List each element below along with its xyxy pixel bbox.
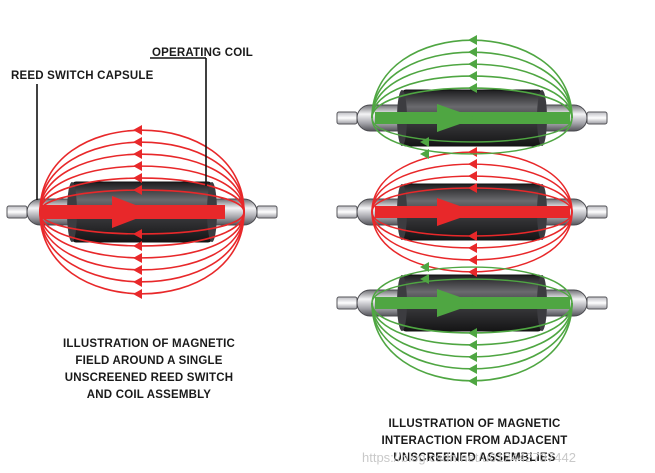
adjacent-red-upper-arrow — [468, 183, 477, 193]
adjacent-green-lower-arrow — [468, 352, 477, 362]
adjacent-green-mid-lower-arrow — [420, 274, 429, 284]
single-field-lower-arrow — [133, 289, 142, 299]
adjacent-green-lower-arrow — [468, 340, 477, 350]
adjacent-2-lead-right — [586, 205, 608, 219]
adjacent-green-mid-lower-line — [371, 266, 573, 304]
label-pointer-lines — [36, 57, 207, 200]
adjacent-green-upper-arrow — [468, 59, 477, 69]
adjacent-red-upper-arrow — [468, 171, 477, 181]
adjacent-green-mid-lower-arrow — [420, 262, 429, 272]
adjacent-red-upper-arrow — [468, 147, 477, 157]
adjacent-green-upper-arrow — [468, 71, 477, 81]
adjacent-1-lead-right — [586, 111, 608, 125]
reed-switch-capsule-label: REED SWITCH CAPSULE — [11, 70, 154, 82]
single-lead-left — [6, 205, 28, 219]
single-field-lower-arrow — [133, 265, 142, 275]
single-lead-right — [256, 205, 278, 219]
single-field-upper-arrow — [133, 137, 142, 147]
adjacent-core-flux-arrow-2 — [437, 198, 477, 226]
single-field-upper-arrow — [133, 185, 142, 195]
single-assembly-caption: ILLUSTRATION OF MAGNETIC FIELD AROUND A … — [63, 338, 235, 401]
single-field-lower-arrow — [133, 277, 142, 287]
adjacent-3-lead-left — [336, 296, 358, 310]
adjacent-green-lower-arrow — [468, 328, 477, 338]
single-field-lower-arrow — [133, 241, 142, 251]
single-field-upper-arrow — [133, 173, 142, 183]
adjacent-assemblies-caption: ILLUSTRATION OF MAGNETIC INTERACTION FRO… — [381, 418, 568, 464]
adjacent-red-lower-arrow — [468, 231, 477, 241]
adjacent-green-mid-upper-line — [371, 117, 573, 155]
adjacent-red-lower-arrow — [468, 255, 477, 265]
single-assembly-group — [6, 125, 278, 299]
adjacent-core-flux-arrow-3 — [437, 289, 477, 317]
adjacent-1-lead-left — [336, 111, 358, 125]
single-core-flux-arrow — [112, 196, 154, 228]
adjacent-assemblies-group — [336, 35, 608, 386]
adjacent-red-lower-arrow — [468, 267, 477, 277]
adjacent-green-lower-arrow — [468, 376, 477, 386]
adjacent-green-mid-upper-arrow — [420, 137, 429, 147]
single-field-upper-arrow — [133, 149, 142, 159]
single-field-lower-arrow — [133, 253, 142, 263]
single-field-lower-arrow — [133, 229, 142, 239]
adjacent-green-mid-upper-arrow — [420, 149, 429, 159]
watermark-text: https://blog.csdn.net/u012442737442 — [362, 450, 576, 465]
adjacent-green-lower-arrow — [468, 364, 477, 374]
single-field-upper-arrow — [133, 125, 142, 135]
adjacent-red-upper-arrow — [468, 159, 477, 169]
adjacent-green-mid-upper-line — [371, 117, 573, 143]
adjacent-green-upper-arrow — [468, 35, 477, 45]
adjacent-green-upper-arrow — [468, 47, 477, 57]
adjacent-core-flux-arrow-1 — [437, 104, 477, 132]
operating-coil-label: OPERATING COIL — [152, 47, 253, 59]
adjacent-3-lead-right — [586, 296, 608, 310]
single-field-upper-arrow — [133, 161, 142, 171]
adjacent-2-lead-left — [336, 205, 358, 219]
adjacent-green-upper-arrow — [468, 83, 477, 93]
adjacent-green-mid-lower-line — [371, 278, 573, 304]
adjacent-red-lower-arrow — [468, 243, 477, 253]
